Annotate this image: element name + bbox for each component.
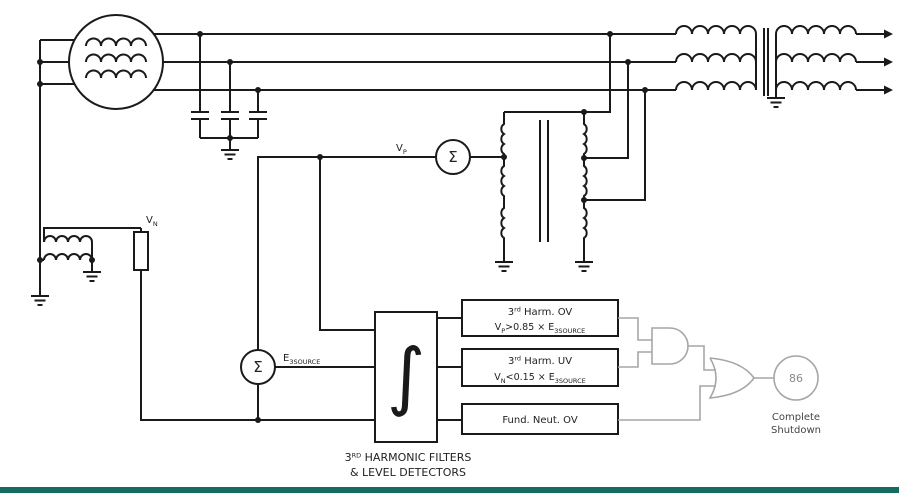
label-vn: VN bbox=[146, 215, 158, 228]
summer-esource bbox=[240, 349, 276, 385]
ground-vt-secondary bbox=[494, 261, 514, 272]
ground-unit-transformer bbox=[766, 97, 786, 108]
phase-bus-lines bbox=[153, 33, 676, 91]
neutral-grounding-transformer bbox=[40, 227, 142, 272]
summer-vp bbox=[435, 139, 471, 175]
label-esource: E3SOURCE bbox=[283, 353, 320, 366]
generator-winding-c bbox=[85, 69, 147, 79]
detector1-condition: VP>0.85 × E3SOURCE bbox=[495, 322, 586, 335]
label-vp: VP bbox=[396, 143, 407, 156]
diagram-caption-line1: 3RD HARMONIC FILTERS bbox=[345, 451, 472, 464]
detector3-title: Fund. Neut. OV bbox=[502, 415, 578, 426]
detector-boxes bbox=[461, 299, 619, 435]
neutral-resistor bbox=[133, 231, 149, 271]
grounding-capacitor-bank bbox=[191, 34, 267, 150]
ground-neutral-transformer bbox=[82, 271, 102, 282]
detector2-title: 3rd Harm. UV bbox=[508, 355, 572, 368]
generator-winding-b bbox=[85, 53, 147, 63]
filter-integral-symbol: ∫ bbox=[387, 333, 426, 419]
ground-vt-primary bbox=[574, 261, 594, 272]
relay-caption-line2: Shutdown bbox=[771, 425, 821, 436]
detector-box-3rd-harm-uv bbox=[461, 348, 619, 387]
vt-core bbox=[539, 120, 549, 242]
relay-caption-line1: Complete bbox=[772, 412, 820, 423]
outgoing-lines bbox=[856, 33, 884, 91]
detector-box-3rd-harm-ov bbox=[461, 299, 619, 337]
signal-wires bbox=[140, 156, 504, 421]
generator-winding-a bbox=[85, 37, 147, 47]
footer-bar bbox=[0, 487, 899, 493]
ground-capacitor-bank bbox=[220, 149, 240, 160]
diagram-caption-line2: & LEVEL DETECTORS bbox=[350, 466, 466, 479]
detector-box-fund-neut-ov bbox=[461, 403, 619, 435]
detector2-condition: VN<0.15 × E3SOURCE bbox=[494, 372, 585, 385]
logic-gates bbox=[618, 317, 774, 421]
unit-transformer bbox=[675, 25, 893, 98]
filter-block bbox=[374, 311, 438, 443]
and-gate bbox=[651, 327, 689, 365]
line-arrow-a bbox=[884, 29, 893, 39]
or-gate bbox=[708, 357, 755, 399]
line-arrow-b bbox=[884, 57, 893, 67]
ground-generator-neutral bbox=[30, 295, 50, 306]
line-arrow-c bbox=[884, 85, 893, 95]
junction-dots bbox=[37, 31, 648, 423]
sigma-symbol-vp: Σ bbox=[448, 148, 457, 166]
detector1-title: 3rd Harm. OV bbox=[508, 306, 573, 319]
sigma-symbol-esource: Σ bbox=[253, 358, 262, 376]
relay-86-circle bbox=[773, 355, 819, 401]
ground-symbols bbox=[30, 97, 786, 306]
vt-bank bbox=[500, 34, 646, 262]
relay-86-number: 86 bbox=[789, 372, 803, 385]
